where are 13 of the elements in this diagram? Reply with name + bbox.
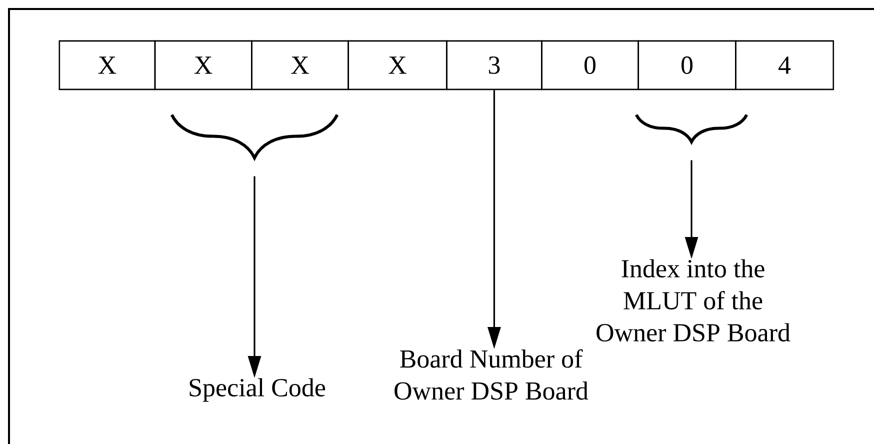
- caption-text: Board Number of Owner DSP Board: [394, 349, 588, 400]
- digit-cell: X: [154, 40, 252, 90]
- digit-cell: 4: [735, 40, 834, 90]
- digit-cell: X: [348, 40, 448, 90]
- caption-text: Special Code: [190, 378, 326, 402]
- digit-cell: X: [58, 40, 156, 90]
- caption-text: Index into the MLUT of the Owner DSP Board: [596, 259, 790, 342]
- digit-cell: 3: [446, 40, 542, 90]
- curly-brace: [170, 114, 339, 160]
- digit-cell: 0: [541, 40, 639, 90]
- curly-brace: [635, 114, 748, 144]
- digit-cell: X: [251, 40, 349, 90]
- digit-cell: 0: [638, 40, 736, 90]
